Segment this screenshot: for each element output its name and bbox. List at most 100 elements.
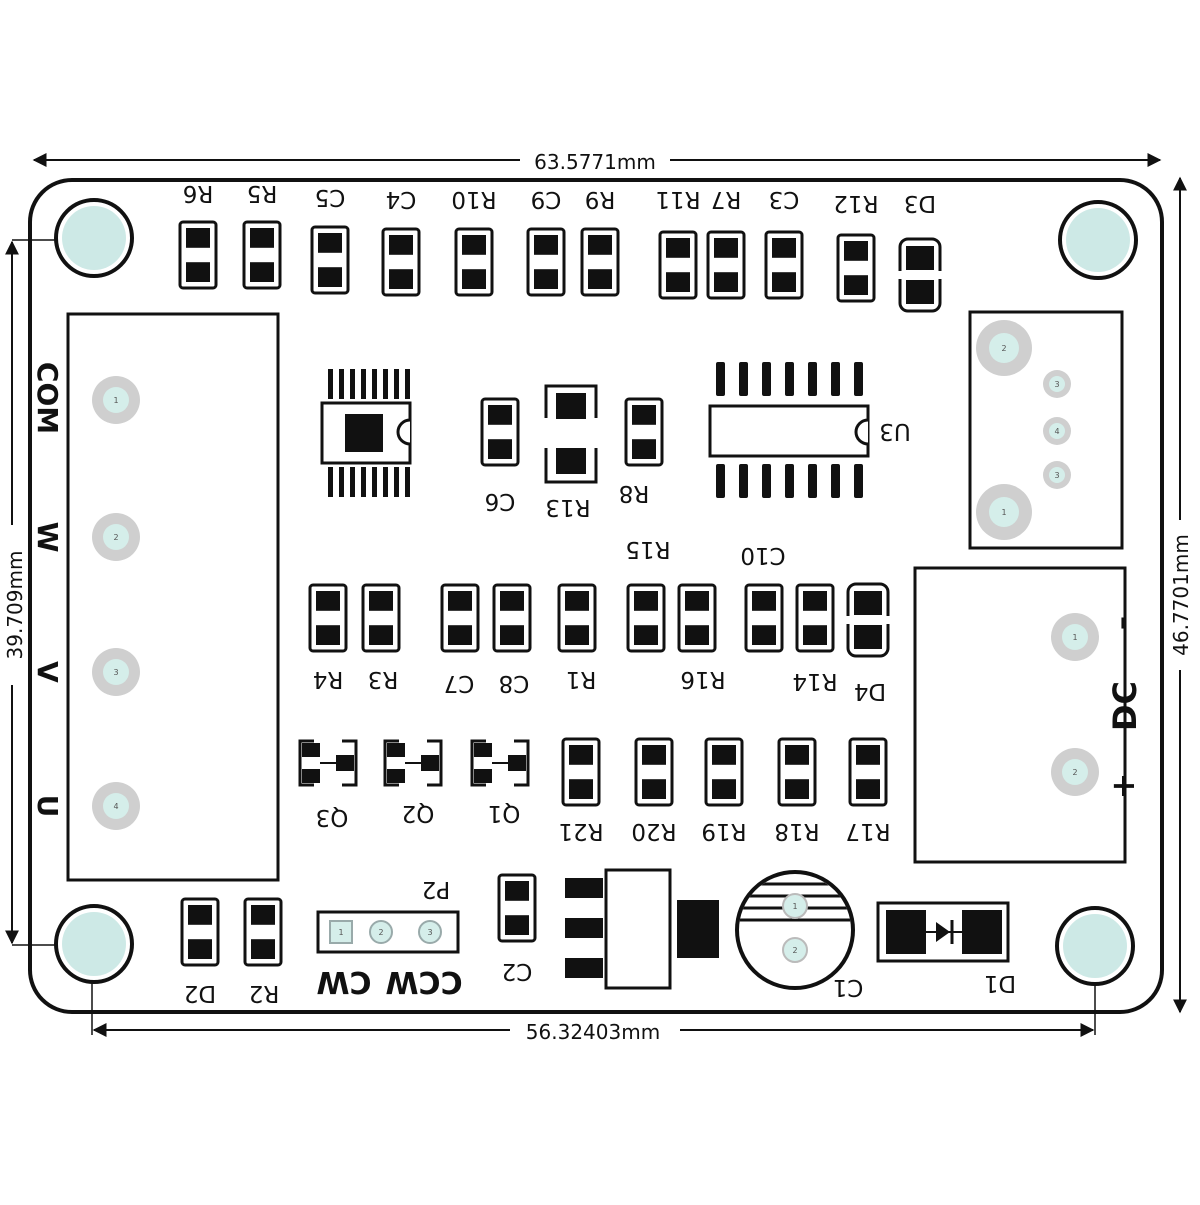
- component-r21: [561, 737, 601, 807]
- label-c8: C8: [499, 670, 530, 696]
- component-c9: [526, 227, 566, 297]
- component-r17: [848, 737, 888, 807]
- label-r4: R4: [313, 666, 344, 692]
- label-d4: D4: [854, 678, 886, 704]
- component-row2-6: [677, 583, 717, 653]
- dimension-top: 63.5771mm: [32, 148, 1162, 174]
- label-d1: D1: [984, 970, 1016, 996]
- label-r1: R1: [566, 666, 597, 692]
- mounting-hole-bottom-right: [1055, 906, 1135, 986]
- label-q2: Q2: [402, 800, 435, 826]
- label-r14: R14: [792, 668, 837, 694]
- label-r5: R5: [247, 180, 278, 206]
- label-c3: C3: [769, 186, 800, 212]
- dimension-bottom-label: 56.32403mm: [526, 1020, 660, 1044]
- label-c7: C7: [444, 670, 475, 696]
- capacitor-c1-electrolytic: 1 2: [735, 870, 855, 990]
- label-r7: R7: [711, 186, 742, 212]
- svg-text:2: 2: [1072, 768, 1077, 777]
- svg-text:2: 2: [1001, 344, 1006, 353]
- label-w: W: [31, 522, 64, 553]
- label-r10: R10: [451, 186, 496, 212]
- dimension-left: 39.709mm: [2, 239, 92, 946]
- label-u: U: [31, 795, 64, 818]
- svg-text:1: 1: [113, 396, 118, 405]
- component-r9: [580, 227, 620, 297]
- label-r12: R12: [833, 190, 878, 216]
- svg-text:1: 1: [1001, 508, 1006, 517]
- motor-pin-2: 2: [92, 513, 140, 561]
- svg-text:2: 2: [378, 928, 383, 937]
- label-p2: P2: [422, 876, 451, 902]
- motor-pin-3: 3: [92, 648, 140, 696]
- label-r16: R16: [680, 666, 725, 692]
- label-ccw: CCW: [385, 964, 462, 999]
- smd-components: [178, 220, 944, 967]
- component-q1: [470, 739, 530, 787]
- label-dc: DC: [1106, 681, 1144, 731]
- svg-text:2: 2: [792, 946, 797, 955]
- motor-pin-1: 1: [92, 376, 140, 424]
- component-c2: [497, 873, 537, 943]
- label-c1: C1: [833, 974, 864, 1000]
- label-dc-plus: +: [1104, 773, 1142, 800]
- component-r5: [242, 220, 282, 290]
- ic-u3: [708, 362, 870, 498]
- component-row2-8: [795, 583, 835, 653]
- component-r20: [634, 737, 674, 807]
- signal-connector-pins: 2 3 4 3 1: [976, 320, 1071, 540]
- component-q3: [298, 739, 358, 787]
- component-row2-7: [744, 583, 784, 653]
- svg-text:3: 3: [427, 928, 432, 937]
- svg-text:3: 3: [1054, 471, 1059, 480]
- label-r11: R11: [655, 186, 700, 212]
- label-r9: R9: [585, 186, 616, 212]
- component-r2: [243, 897, 283, 967]
- label-c6: C6: [485, 488, 516, 514]
- label-c4: C4: [386, 186, 417, 212]
- svg-text:2: 2: [113, 533, 118, 542]
- component-c6: [480, 397, 520, 467]
- label-r2: R2: [249, 980, 280, 1006]
- svg-text:1: 1: [792, 902, 797, 911]
- label-c10: C10: [740, 542, 785, 568]
- mounting-hole-top-left: [54, 198, 134, 278]
- motor-pin-4: 4: [92, 782, 140, 830]
- voltage-regulator: [565, 868, 719, 990]
- dimension-right: 46.7701mm: [1168, 176, 1194, 1014]
- component-r8: [624, 397, 664, 467]
- svg-text:3: 3: [1054, 380, 1059, 389]
- label-com: COM: [31, 362, 64, 434]
- svg-text:1: 1: [338, 928, 343, 937]
- label-r20: R20: [631, 818, 676, 844]
- component-r12: [836, 233, 876, 303]
- label-q3: Q3: [316, 804, 349, 830]
- component-r19: [704, 737, 744, 807]
- label-u3: U3: [879, 418, 910, 444]
- dimension-left-label: 39.709mm: [3, 551, 27, 660]
- label-r15: R15: [625, 536, 670, 562]
- label-c2: C2: [502, 958, 533, 984]
- component-c3: [764, 230, 804, 300]
- dc-connector-block: [913, 566, 1127, 864]
- svg-text:4: 4: [1054, 427, 1059, 436]
- label-v: V: [31, 661, 64, 683]
- component-r6: [178, 220, 218, 290]
- component-row2-1: [361, 583, 401, 653]
- component-d4: [844, 582, 892, 658]
- component-row2-4: [557, 583, 597, 653]
- component-d2: [180, 897, 220, 967]
- svg-text:1: 1: [1072, 633, 1077, 642]
- label-r8: R8: [619, 480, 650, 506]
- svg-text:4: 4: [113, 802, 118, 811]
- ic-u2-soic: [320, 369, 412, 497]
- motor-connector-pins: 1 2 3 4: [92, 376, 140, 830]
- label-r3: R3: [368, 666, 399, 692]
- component-r10: [454, 227, 494, 297]
- header-p2: 1 2 3: [316, 910, 460, 954]
- mounting-hole-bottom-left: [54, 904, 134, 984]
- svg-text:3: 3: [113, 668, 118, 677]
- label-r17: R17: [845, 818, 890, 844]
